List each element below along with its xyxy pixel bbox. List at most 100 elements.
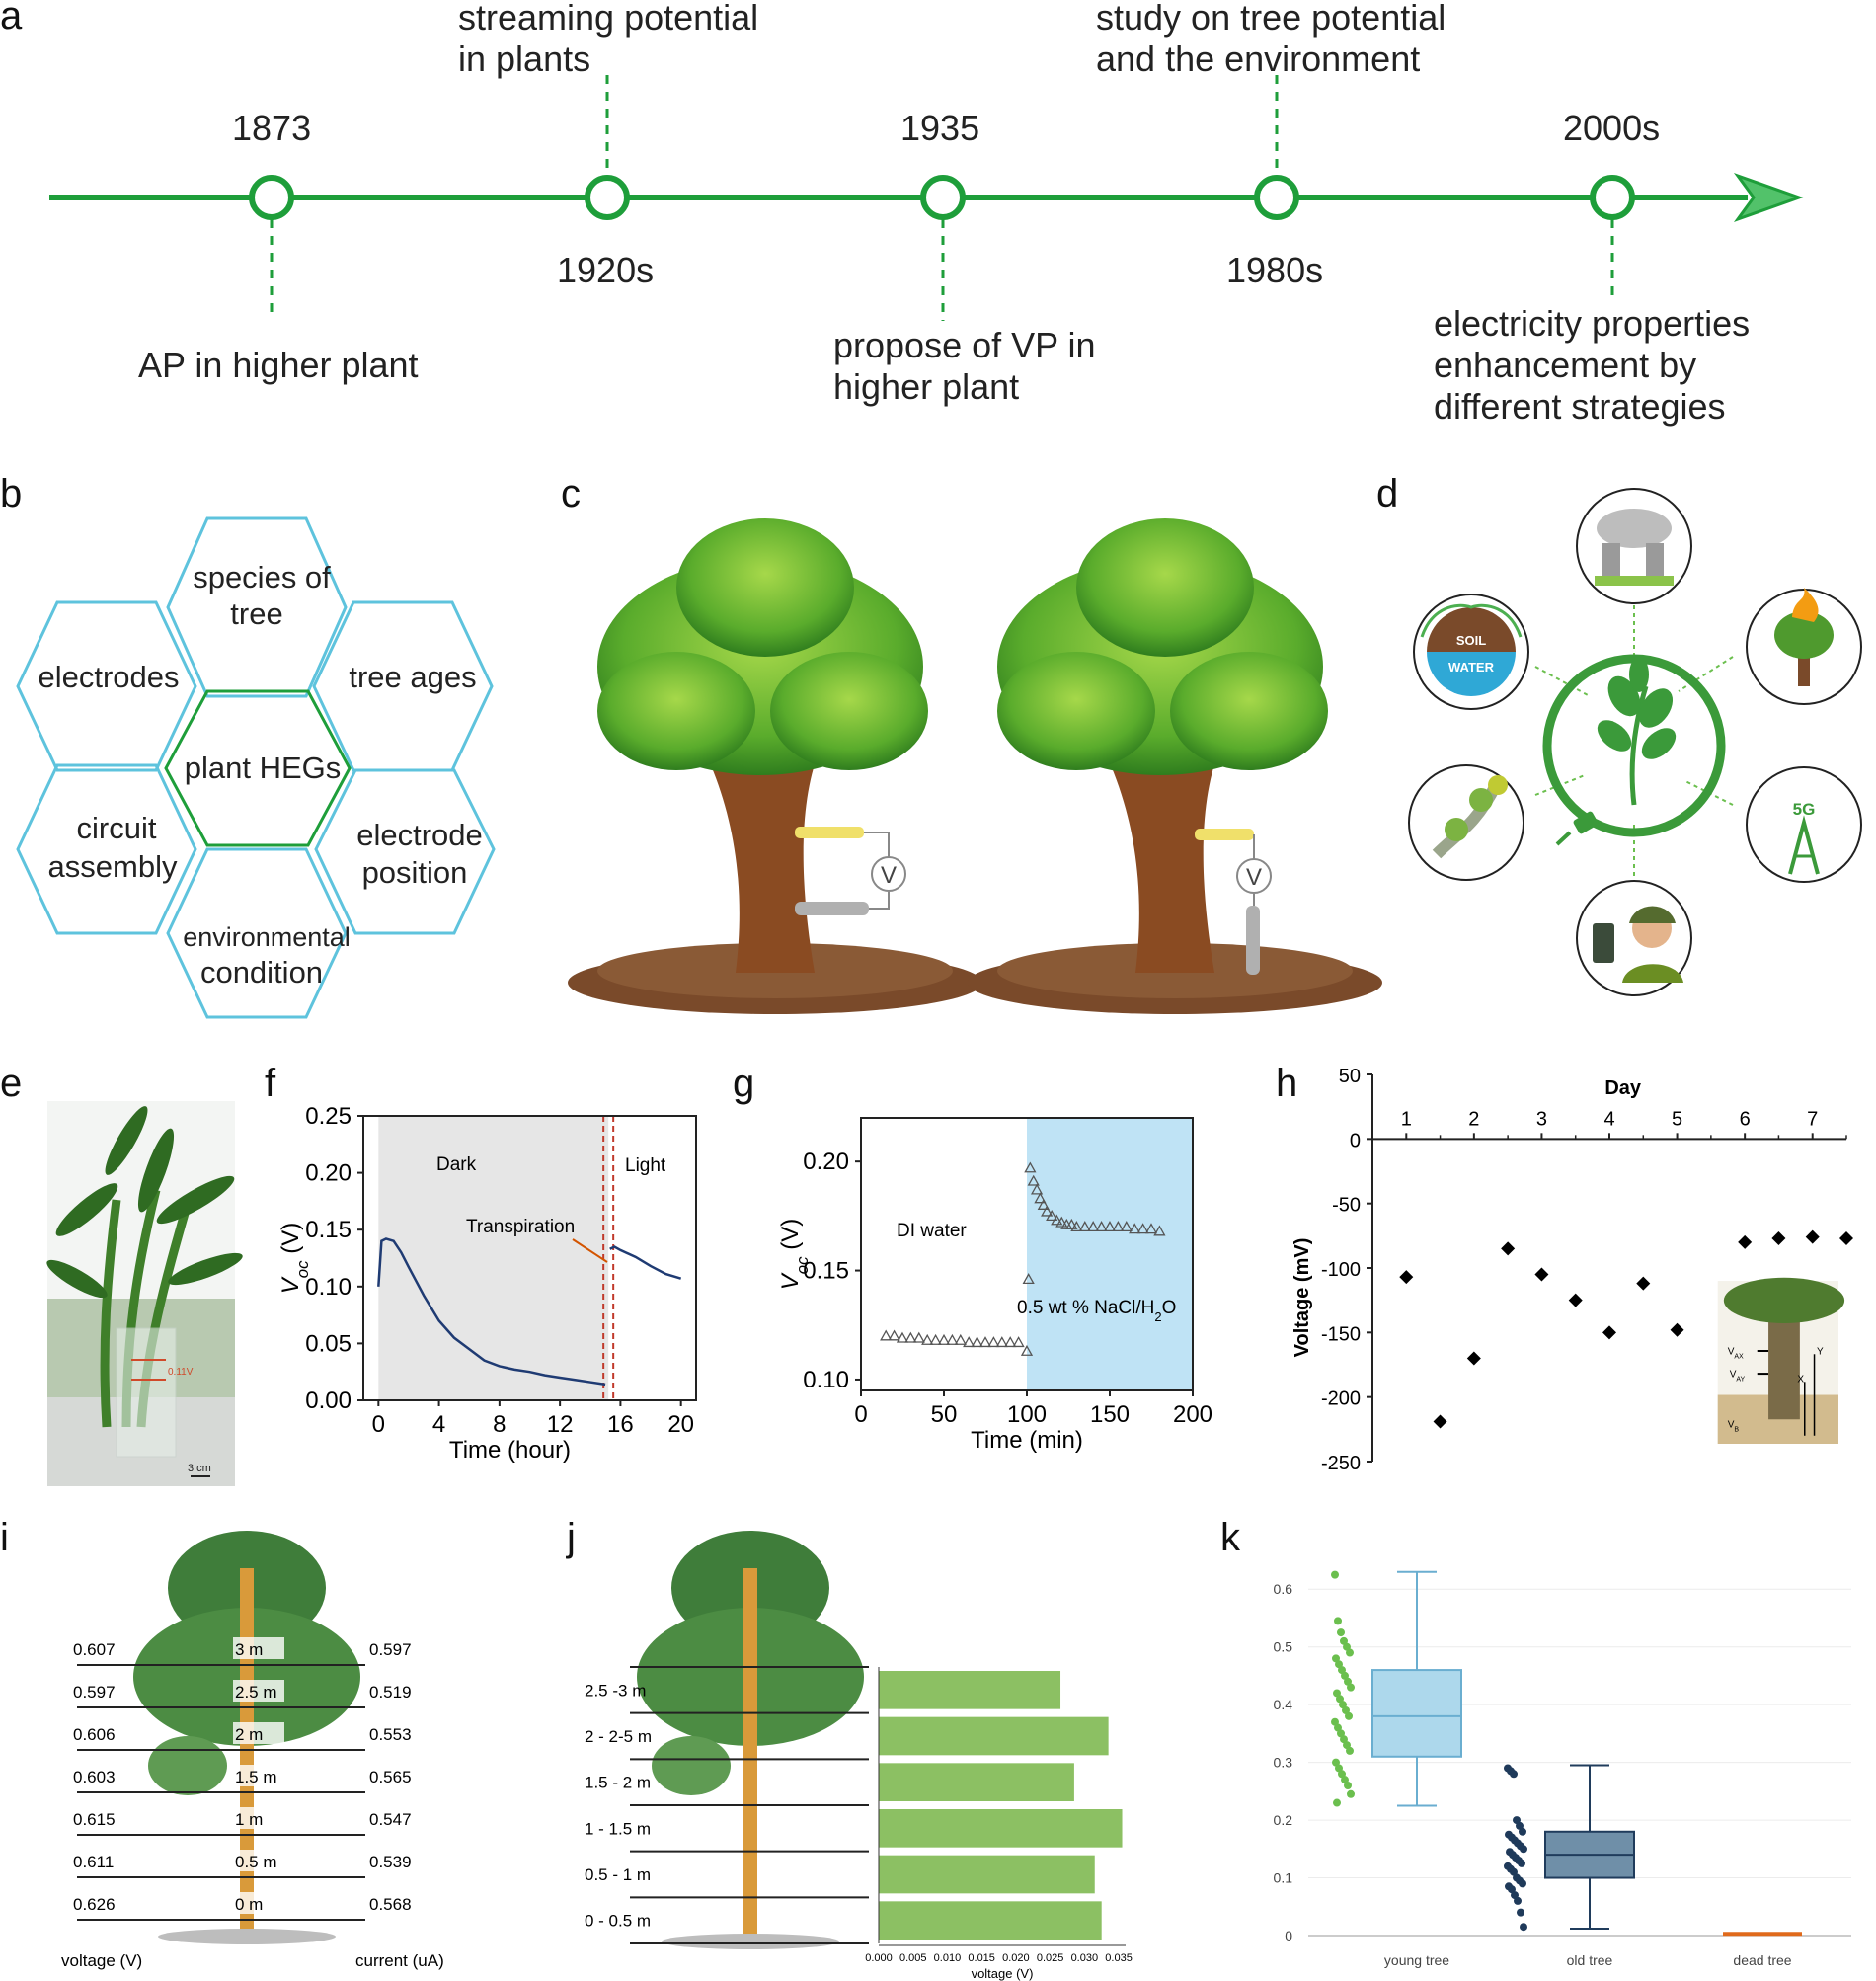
- y-tick-label: 0.15: [305, 1217, 352, 1243]
- annotation-di-water: DI water: [897, 1221, 967, 1241]
- hex-lower-left-line1: circuit: [77, 811, 157, 845]
- annotation-light: Light: [625, 1155, 666, 1176]
- annotation-transpiration: Transpiration: [466, 1217, 575, 1237]
- hex-lower-right-line2: position: [362, 855, 468, 890]
- data-point: [971, 1336, 983, 1348]
- annotation-dark: Dark: [436, 1154, 477, 1175]
- data-point: [1004, 1336, 1017, 1348]
- hex-upper-right-text: tree ages: [349, 660, 476, 694]
- voltage-value: 0.626: [73, 1895, 116, 1914]
- data-point: [1466, 1351, 1481, 1366]
- panel-e-label: e: [0, 1062, 23, 1105]
- x-tick-label: 3: [1536, 1108, 1547, 1130]
- hex-lower-left-line2: assembly: [48, 849, 178, 884]
- data-point: [1636, 1276, 1651, 1291]
- inset-canopy: [1723, 1277, 1845, 1323]
- y-tick-label: 0: [1350, 1130, 1361, 1151]
- x-tick-label: 0.035: [1105, 1952, 1133, 1964]
- data-point: [1347, 1789, 1355, 1798]
- x-axis-label: Day: [1604, 1077, 1642, 1099]
- voltage-value: 0.606: [73, 1725, 116, 1744]
- data-point: [1520, 1923, 1527, 1932]
- central-plant-ring: [1542, 654, 1726, 837]
- y-axis-label: Voltage (mV): [1291, 1238, 1313, 1358]
- data-point: [1103, 1221, 1117, 1232]
- data-point: [896, 1331, 909, 1343]
- data-point: [1510, 1770, 1518, 1779]
- inset-label-y: Y: [1817, 1346, 1824, 1357]
- data-point: [929, 1333, 942, 1345]
- data-point: [1518, 1859, 1525, 1867]
- transpiration-arrow: [572, 1238, 608, 1263]
- data-point: [1051, 1214, 1063, 1226]
- bamboo-photo: 0.11V 3 cm: [46, 1101, 243, 1486]
- voltage-value: 0.611: [73, 1853, 114, 1871]
- data-point: [1334, 1617, 1342, 1625]
- hex-center: [164, 689, 352, 847]
- data-point: [963, 1336, 976, 1348]
- current-value: 0.547: [369, 1810, 412, 1829]
- svg-text:V: V: [1246, 864, 1262, 891]
- x-tick-label: 16: [607, 1411, 634, 1438]
- burning-tree-icon: [1746, 588, 1862, 705]
- current-value: 0.519: [369, 1683, 412, 1702]
- bar: [879, 1855, 1095, 1894]
- hex-bottom-line1: environmental: [183, 922, 351, 952]
- data-point: [1065, 1218, 1078, 1229]
- event-1935-line2: higher plant: [833, 366, 1020, 407]
- x-tick-label: 5: [1672, 1108, 1682, 1130]
- timeline-arrow-icon: [1733, 172, 1804, 223]
- svg-text:V: V: [881, 862, 897, 889]
- data-point: [1037, 1198, 1050, 1210]
- data-point: [1331, 1570, 1339, 1579]
- bar: [879, 1901, 1102, 1940]
- svg-text:WATER: WATER: [1448, 660, 1495, 674]
- tree-canopy-low: [148, 1736, 227, 1795]
- tree-canopy-low: [652, 1736, 731, 1795]
- data-point: [888, 1329, 900, 1341]
- current-value: 0.539: [369, 1853, 412, 1871]
- voltage-value: 0.603: [73, 1768, 116, 1786]
- panel-i-label: i: [0, 1516, 9, 1559]
- range-label: 1.5 - 2 m: [585, 1774, 651, 1792]
- height-label: 0 m: [235, 1895, 263, 1914]
- tree-trunk: [240, 1568, 254, 1939]
- x-tick-label: 2: [1468, 1108, 1479, 1130]
- inset-label-vay: VAY: [1730, 1369, 1746, 1383]
- data-point: [904, 1331, 917, 1343]
- data-point: [1433, 1414, 1447, 1429]
- plot-frame: [362, 1115, 697, 1401]
- data-point: [1346, 1648, 1354, 1657]
- timeline-node-1980s: [1254, 175, 1299, 220]
- x-tick-label: 200: [1173, 1401, 1212, 1428]
- panel-g-label: g: [733, 1062, 755, 1105]
- event-2000s-line1: electricity properties: [1434, 303, 1751, 344]
- current-value: 0.553: [369, 1725, 412, 1744]
- tree-shadow: [158, 1929, 336, 1944]
- data-point: [1020, 1344, 1034, 1356]
- event-1920s-line1: streaming potential: [458, 0, 759, 38]
- box: [1371, 1669, 1462, 1758]
- voltmeter-icon-right: [1236, 858, 1272, 894]
- x-tick-label: 8: [493, 1411, 506, 1438]
- data-point: [921, 1333, 934, 1345]
- y-tick-label: -250: [1321, 1453, 1361, 1474]
- timeline: [49, 75, 1804, 321]
- voltage-value: 0.597: [73, 1683, 116, 1702]
- height-label: 1 m: [235, 1810, 263, 1829]
- x-tick-label: 4: [432, 1411, 445, 1438]
- data-point: [1517, 1908, 1524, 1917]
- event-2000s-line3: different strategies: [1434, 386, 1726, 427]
- panel-b-label: b: [0, 472, 23, 515]
- bar: [879, 1809, 1123, 1848]
- y-tick-label: 0.20: [305, 1160, 352, 1187]
- hex-lower-left: [16, 763, 197, 935]
- x-tick-label: 0.005: [899, 1952, 927, 1964]
- timeline-node-2000s: [1590, 175, 1635, 220]
- data-point: [1839, 1230, 1853, 1245]
- y-axis-label: Voc (V): [277, 1223, 312, 1294]
- bar: [879, 1671, 1061, 1709]
- x-tick-label: 7: [1807, 1108, 1818, 1130]
